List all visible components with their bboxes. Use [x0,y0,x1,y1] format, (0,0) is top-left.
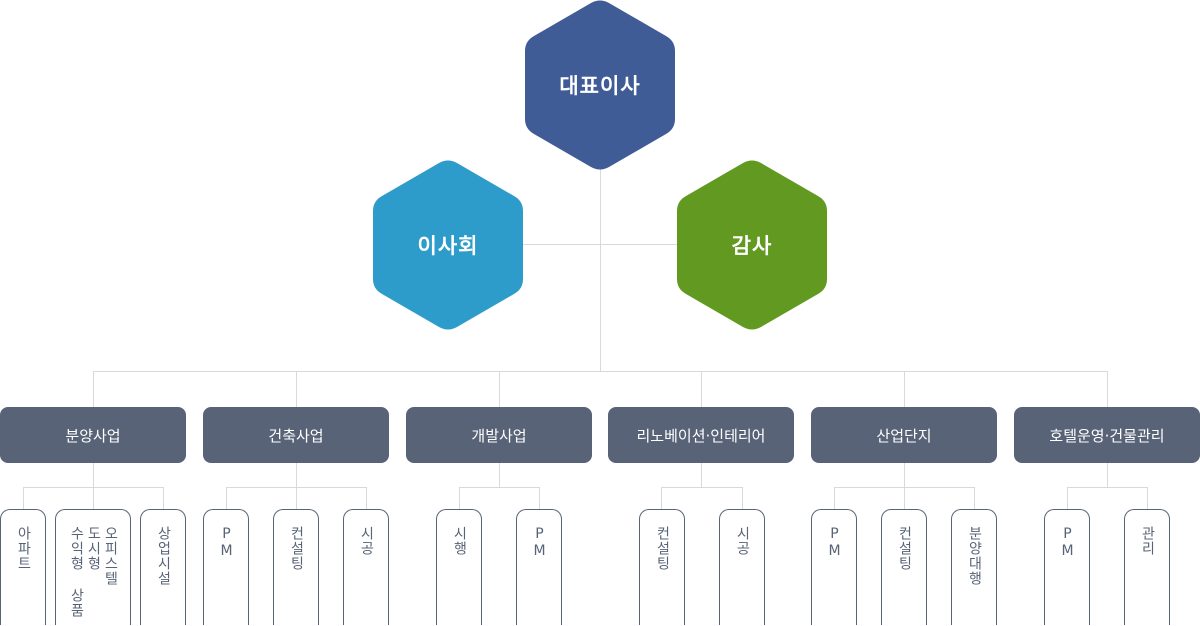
sub-pm: PM [203,509,249,625]
sub-label: 관리 [1139,526,1156,556]
sub-trunk-line [499,463,500,487]
sub-construction: 시공 [343,509,389,625]
sub-bus-line [834,487,975,488]
sub-label: 수익형 상품 [68,526,85,618]
dept-renovation-interior: 리노베이션·인테리어 [608,407,794,463]
sub-label: 오피스텔 [102,526,119,586]
dept-development: 개발사업 [406,407,592,463]
dept-construction: 건축사업 [203,407,389,463]
sub-label: 컨설팅 [288,526,305,571]
sub-label: 상업시설 [155,526,172,586]
audit-label: 감사 [731,234,773,258]
sub-drop-line [23,487,24,509]
board-label: 이사회 [417,234,479,258]
sub-label: 시공 [358,526,375,556]
sub-drop-line [226,487,227,509]
sub-drop-line [742,487,743,509]
dept-drop-line [296,371,297,407]
sub-implementation: 시행 [436,509,482,625]
sub-bus-line [1067,487,1148,488]
hexagon-shape [525,0,675,170]
sub-consulting: 컨설팅 [881,509,927,625]
sub-drop-line [1147,487,1148,509]
hexagon-shape [373,160,523,330]
ceo-trunk-line [600,165,601,371]
sub-pm: PM [811,509,857,625]
sub-label: PM [826,526,843,560]
sub-label: 컨설팅 [654,526,671,571]
sub-trunk-line [93,463,94,509]
sub-drop-line [974,487,975,509]
sub-bus-line [226,487,367,488]
sub-sales-agency: 분양대행 [951,509,997,625]
sub-officetel-urban-profit: 수익형 상품 도시형 오피스텔 [55,509,131,625]
board-node: 이사회 [373,160,523,330]
dept-drop-line [1107,371,1108,407]
sub-label: 시공 [734,526,751,556]
advisor-connector-line [520,244,680,245]
hexagon-shape [677,160,827,330]
dept-drop-line [904,371,905,407]
sub-label: 아파트 [15,526,32,571]
sub-apartment: 아파트 [0,509,46,625]
sub-bus-line [459,487,540,488]
ceo-label: 대표이사 [559,74,641,98]
sub-label: 도시형 [85,526,102,571]
sub-construction: 시공 [719,509,765,625]
dept-sales: 분양사업 [0,407,186,463]
dept-drop-line [93,371,94,407]
sub-label: 시행 [451,526,468,556]
dept-bus-line [93,371,1108,372]
dept-hotel-building-mgmt: 호텔운영·건물관리 [1014,407,1200,463]
sub-drop-line [163,487,164,509]
ceo-node: 대표이사 [525,0,675,170]
sub-pm: PM [516,509,562,625]
sub-label: PM [1059,526,1076,560]
sub-label: PM [531,526,548,560]
sub-label: 분양대행 [966,526,983,586]
sub-label: 컨설팅 [896,526,913,571]
sub-consulting: 컨설팅 [639,509,685,625]
sub-commercial: 상업시설 [140,509,186,625]
sub-trunk-line [904,463,905,509]
sub-management: 관리 [1124,509,1170,625]
sub-trunk-line [296,463,297,509]
sub-trunk-line [1107,463,1108,487]
sub-drop-line [459,487,460,509]
sub-label: PM [218,526,235,560]
sub-pm: PM [1044,509,1090,625]
sub-drop-line [661,487,662,509]
dept-industrial-complex: 산업단지 [811,407,997,463]
dept-drop-line [701,371,702,407]
sub-bus-line [23,487,164,488]
sub-consulting: 컨설팅 [273,509,319,625]
dept-drop-line [499,371,500,407]
sub-bus-line [661,487,743,488]
sub-drop-line [539,487,540,509]
sub-drop-line [834,487,835,509]
sub-drop-line [1067,487,1068,509]
sub-trunk-line [701,463,702,487]
audit-node: 감사 [677,160,827,330]
sub-drop-line [366,487,367,509]
